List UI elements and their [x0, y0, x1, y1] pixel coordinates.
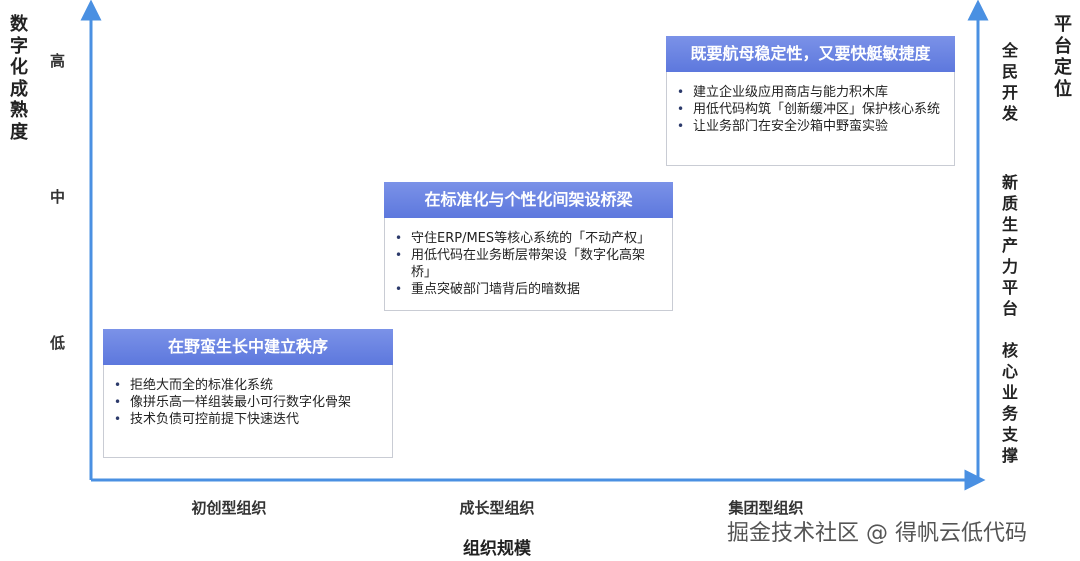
card-growth: 在标准化与个性化间架设桥梁 守住ERP/MES等核心系统的「不动产权」 用低代码… — [384, 182, 673, 311]
list-item: 拒绝大而全的标准化系统 — [114, 377, 382, 394]
right-label-核心业务支撑: 核心业务支撑 — [1001, 341, 1018, 465]
list-item: 让业务部门在安全沙箱中野蛮实验 — [677, 118, 944, 135]
list-item: 建立企业级应用商店与能力积木库 — [677, 84, 944, 101]
card-bullets: 建立企业级应用商店与能力积木库 用低代码构筑「创新缓冲区」保护核心系统 让业务部… — [667, 72, 954, 145]
card-title: 在标准化与个性化间架设桥梁 — [384, 182, 673, 218]
y-axis-title: 数字化成熟度 — [10, 14, 28, 143]
list-item: 用低代码构筑「创新缓冲区」保护核心系统 — [677, 101, 944, 118]
x-category-group: 集团型组织 — [728, 499, 804, 517]
level-low: 低 — [50, 334, 66, 352]
list-item: 守住ERP/MES等核心系统的「不动产权」 — [395, 230, 662, 247]
right-label-新质生产力平台: 新质生产力平台 — [1001, 173, 1018, 318]
x-category-growth: 成长型组织 — [459, 499, 535, 517]
list-item: 像拼乐高一样组装最小可行数字化骨架 — [114, 394, 382, 411]
card-startup: 在野蛮生长中建立秩序 拒绝大而全的标准化系统 像拼乐高一样组装最小可行数字化骨架… — [103, 329, 393, 458]
list-item: 重点突破部门墙背后的暗数据 — [395, 281, 662, 298]
card-title: 既要航母稳定性，又要快艇敏捷度 — [666, 36, 955, 72]
right-label-全民开发: 全民开发 — [1001, 41, 1018, 123]
card-group: 既要航母稳定性，又要快艇敏捷度 建立企业级应用商店与能力积木库 用低代码构筑「创… — [666, 36, 955, 166]
card-bullets: 守住ERP/MES等核心系统的「不动产权」 用低代码在业务断层带架设「数字化高架… — [385, 218, 672, 308]
level-mid: 中 — [50, 188, 66, 206]
card-title: 在野蛮生长中建立秩序 — [103, 329, 393, 365]
x-axis-title: 组织规模 — [463, 539, 531, 559]
list-item: 用低代码在业务断层带架设「数字化高架桥」 — [395, 247, 662, 281]
x-category-startup: 初创型组织 — [191, 499, 267, 517]
card-bullets: 拒绝大而全的标准化系统 像拼乐高一样组装最小可行数字化骨架 技术负债可控前提下快… — [104, 365, 392, 438]
level-high: 高 — [50, 52, 66, 70]
right-axis-title: 平台定位 — [1054, 14, 1072, 100]
list-item: 技术负债可控前提下快速迭代 — [114, 411, 382, 428]
watermark: 掘金技术社区 @ 得帆云低代码 — [727, 521, 1027, 546]
